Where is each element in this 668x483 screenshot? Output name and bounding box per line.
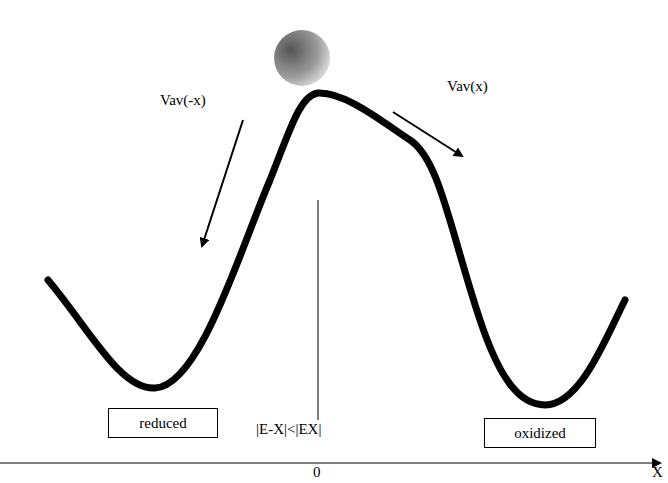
velocity-label: Vav(-x)	[160, 92, 206, 109]
potential-curve	[48, 93, 625, 405]
x-axis	[0, 462, 660, 463]
right-arrow	[393, 112, 462, 156]
axis-origin: 0	[313, 464, 321, 481]
state-box: oxidized	[484, 418, 596, 448]
left-arrow	[202, 120, 243, 246]
state-label: oxidized	[514, 425, 566, 442]
energy-relation: |E-X|<|EX|	[256, 421, 321, 438]
vertical-line	[318, 200, 319, 420]
ball	[274, 30, 330, 86]
state-label: reduced	[139, 415, 186, 432]
state-box: reduced	[108, 408, 218, 438]
axis-name: X	[652, 464, 663, 481]
velocity-label: Vav(x)	[447, 78, 488, 95]
